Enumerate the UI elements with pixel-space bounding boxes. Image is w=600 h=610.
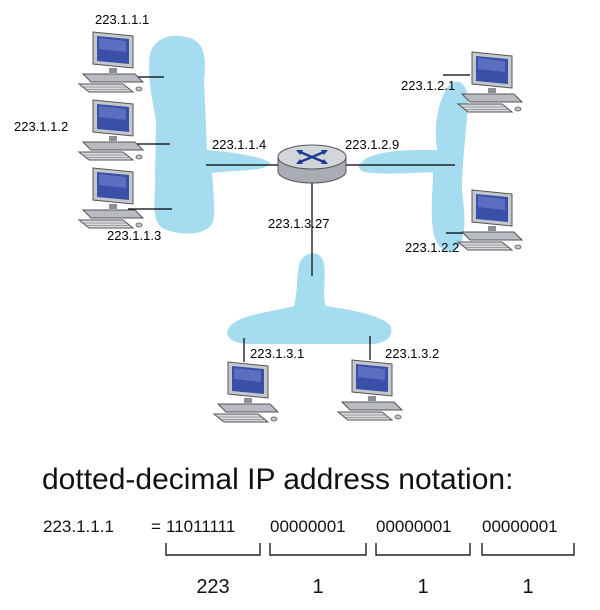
host-label-223-1-1-1: 223.1.1.1 bbox=[95, 12, 149, 27]
bracket-byte-1 bbox=[165, 543, 261, 556]
subnet-bottom-shape bbox=[227, 253, 392, 345]
router-interface-label-right: 223.1.2.9 bbox=[345, 137, 399, 152]
bracket-byte-2 bbox=[269, 543, 367, 556]
notation-address: 223.1.1.1 bbox=[43, 517, 114, 536]
network-diagram: 223.1.1.1 223.1.1.2 223.1.1.3 223.1.1.4 … bbox=[14, 12, 523, 423]
computer-icon bbox=[337, 359, 403, 421]
binary-byte-2: 00000001 bbox=[270, 517, 346, 536]
computer-icon bbox=[78, 31, 144, 93]
computer-icon bbox=[78, 167, 144, 229]
decimal-byte-1: 223 bbox=[196, 576, 230, 598]
host-label-223-1-3-1: 223.1.3.1 bbox=[250, 346, 304, 361]
host-label-223-1-3-2: 223.1.3.2 bbox=[385, 346, 439, 361]
subnet-right-shape bbox=[358, 81, 469, 253]
bracket-byte-4 bbox=[481, 543, 575, 556]
computer-icon bbox=[78, 99, 144, 161]
router-interface-label-bottom: 223.1.3.27 bbox=[268, 216, 329, 231]
notation-equals: = bbox=[151, 517, 161, 536]
decimal-byte-2: 1 bbox=[312, 576, 324, 598]
computer-icon bbox=[457, 189, 523, 251]
subnet-left-shape bbox=[149, 35, 270, 234]
host-label-223-1-1-3: 223.1.1.3 bbox=[107, 228, 161, 243]
byte-brackets bbox=[165, 543, 575, 556]
computer-icon bbox=[213, 361, 279, 423]
decimal-byte-3: 1 bbox=[417, 576, 429, 598]
router-interface-label-left: 223.1.1.4 bbox=[212, 137, 266, 152]
decimal-byte-4: 1 bbox=[522, 576, 534, 598]
binary-byte-1: 11011111 bbox=[166, 517, 236, 536]
notation-title: dotted-decimal IP address notation: bbox=[42, 463, 514, 496]
bracket-byte-3 bbox=[375, 543, 471, 556]
binary-byte-4: 00000001 bbox=[482, 517, 558, 536]
host-label-223-1-1-2: 223.1.1.2 bbox=[14, 119, 68, 134]
host-label-223-1-2-1: 223.1.2.1 bbox=[401, 78, 455, 93]
binary-byte-3: 00000001 bbox=[376, 517, 452, 536]
router-icon bbox=[277, 144, 347, 184]
host-label-223-1-2-2: 223.1.2.2 bbox=[405, 240, 459, 255]
